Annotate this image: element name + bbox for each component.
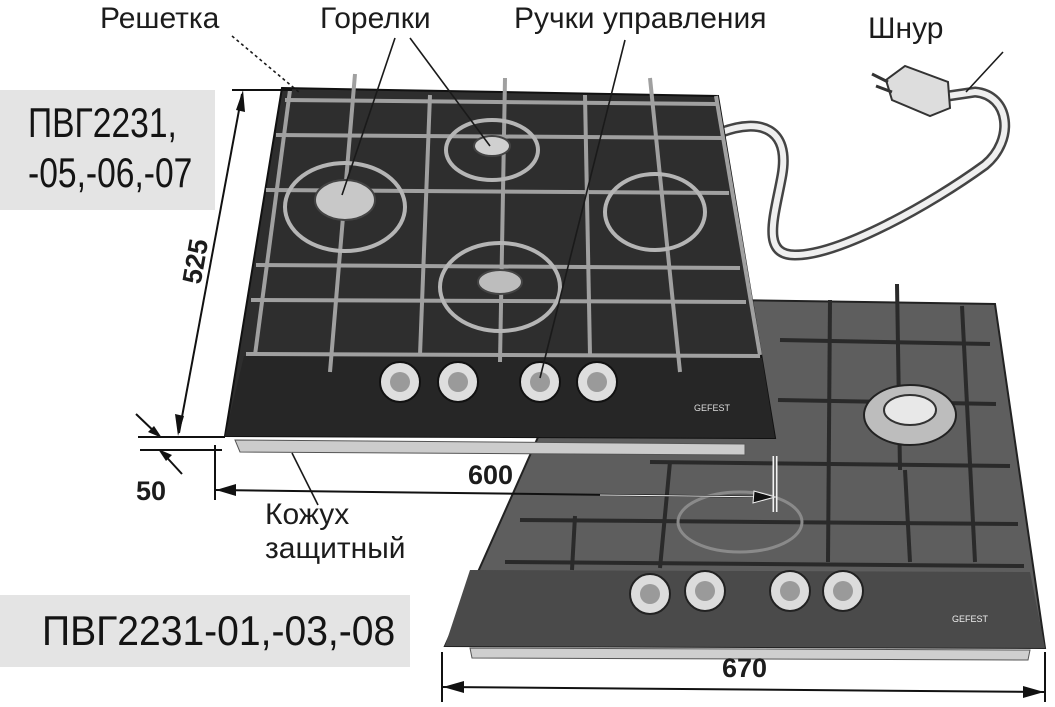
- leader-lines: [231, 35, 1004, 506]
- dimension-width-large-value: 670: [722, 653, 768, 683]
- hob-large-shroud: [469, 647, 1031, 661]
- dimension-670: [441, 652, 1046, 702]
- leader-burner-left: [341, 37, 396, 196]
- hob-large-burner-front: [676, 490, 804, 554]
- model-box-bottom: [0, 595, 410, 667]
- leader-grate: [231, 35, 301, 94]
- protective-shroud: [234, 439, 746, 456]
- leader-cord: [965, 51, 1004, 93]
- leader-shroud: [291, 452, 319, 506]
- burner-left: [283, 161, 407, 253]
- hob-large-panel: [445, 570, 1045, 648]
- burner-top-middle: [444, 118, 540, 182]
- model-top-line2: -05,-06,-07: [28, 149, 193, 196]
- label-shroud-line1: Кожух: [265, 498, 350, 531]
- dimension-600: [214, 445, 778, 512]
- dimension-width-small-value: 600: [468, 460, 514, 490]
- model-bottom: ПВГ2231-01,-03,-08: [42, 607, 396, 654]
- brand-logo-large: GEFEST: [952, 614, 989, 624]
- dimension-50: [135, 413, 222, 475]
- hob-small-knobs: [379, 361, 618, 403]
- label-grate: Решетка: [100, 2, 220, 35]
- burner-bottom-middle: [438, 241, 562, 333]
- dimension-height-value: 50: [136, 476, 167, 506]
- hob-large-burner-main: [863, 384, 957, 446]
- cord-plug: [884, 64, 952, 118]
- brand-logo-small: GEFEST: [694, 403, 731, 413]
- label-knobs: Ручки управления: [514, 2, 767, 35]
- label-burners: Горелки: [320, 2, 431, 35]
- leader-knob: [539, 39, 626, 379]
- hob-large-knobs: [629, 570, 864, 615]
- label-shroud-line2: защитный: [265, 532, 406, 565]
- leader-burner-top: [409, 37, 491, 147]
- hob-small: GEFEST: [223, 73, 777, 456]
- burner-right: [603, 172, 707, 252]
- model-top-line1: ПВГ2231,: [28, 99, 177, 146]
- hob-small-panel: [225, 356, 775, 438]
- hob-small-grate: [245, 73, 762, 373]
- model-box-top: [0, 90, 215, 210]
- dimension-525: [138, 89, 292, 438]
- label-cord: Шнур: [868, 12, 944, 45]
- gas-cord: [716, 64, 1011, 261]
